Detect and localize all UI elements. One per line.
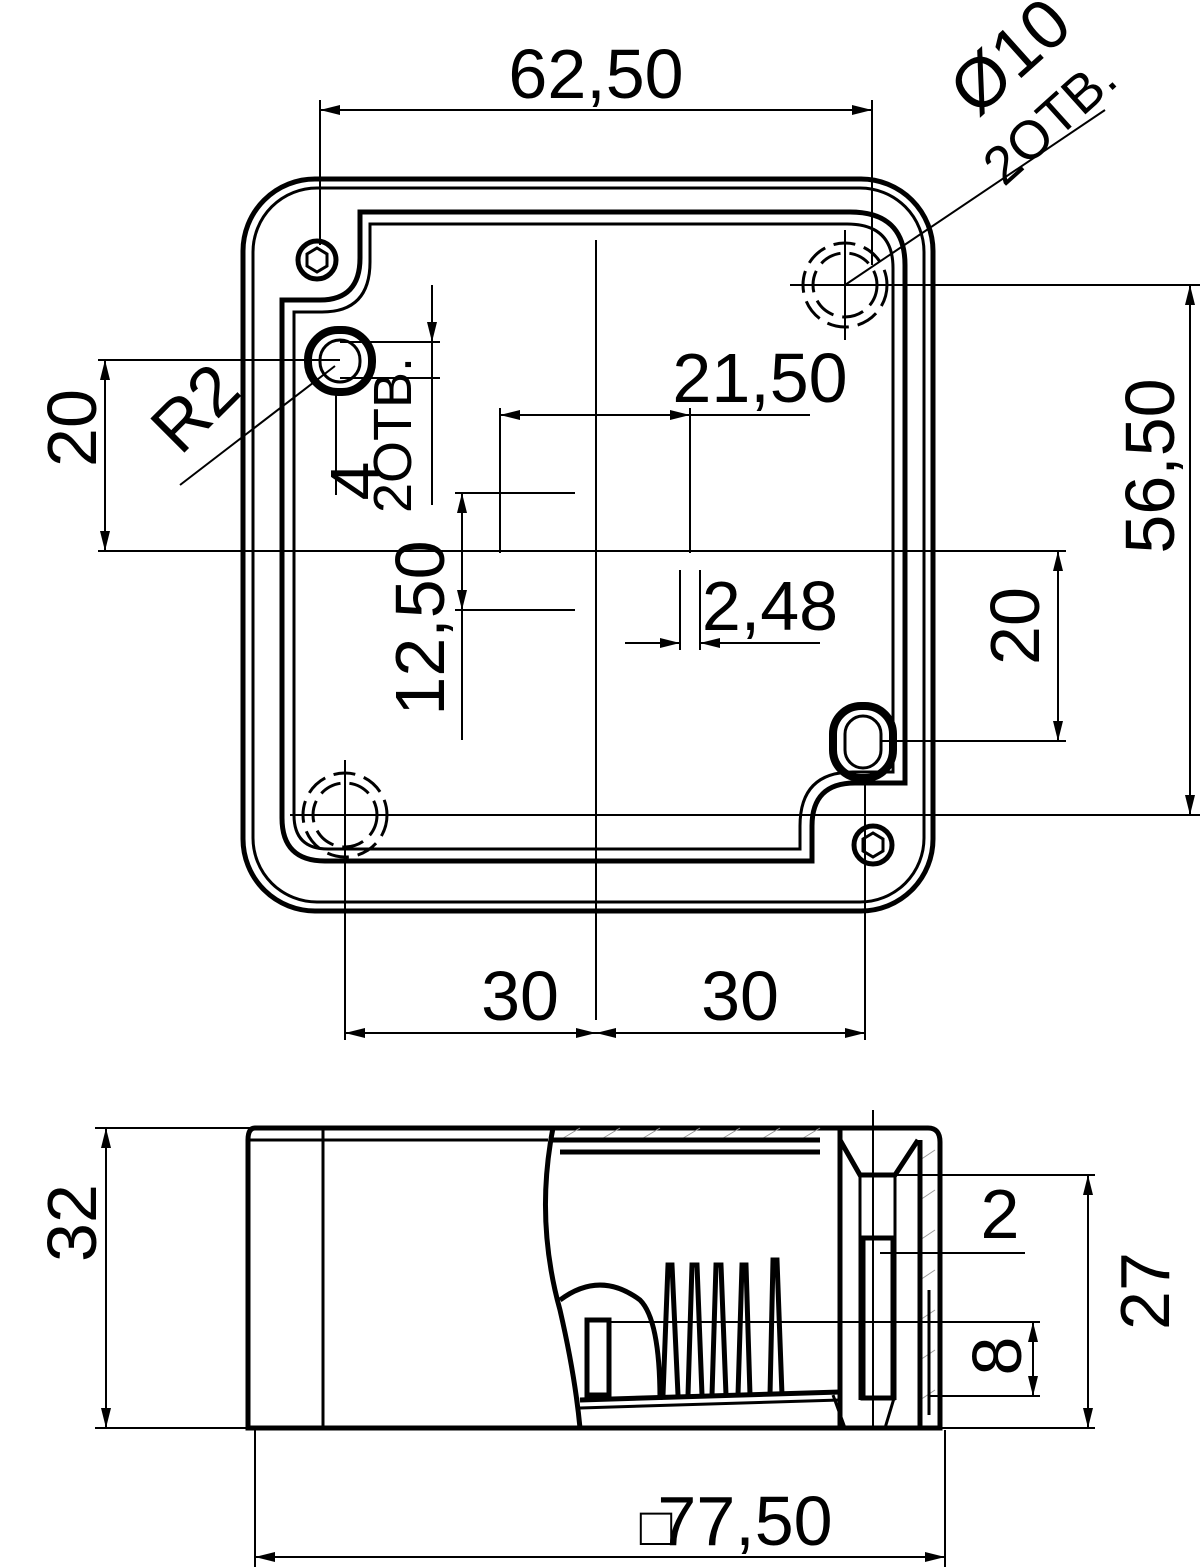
dim-slot-count: 2ОТВ. [363, 357, 423, 513]
round-boss [558, 1282, 663, 1401]
ribs [584, 1257, 785, 1398]
dim-height-right: 20 [976, 587, 1054, 665]
dim-slot-depth: 8 [958, 1337, 1036, 1376]
dim-offset-12: 12,50 [381, 540, 459, 715]
screw-boss-bottom-right [851, 823, 895, 867]
dim-offset-2: 2,48 [702, 567, 838, 645]
mounting-hole-top-right [790, 230, 1200, 340]
dim-square-symbol: □ [640, 1497, 673, 1557]
dim-half-left: 30 [481, 957, 559, 1035]
dim-overall-width: 62,50 [508, 35, 683, 113]
dim-overall-height: 56,50 [1111, 378, 1189, 553]
cavity-outline [279, 209, 908, 864]
dim-height-total: 32 [33, 1184, 111, 1262]
screw-boss-top-left [295, 238, 339, 282]
hex-icon [861, 831, 885, 859]
hex-icon [305, 246, 329, 274]
cavity-outline-inner [292, 222, 895, 851]
mounting-hole-bottom-left [290, 760, 1200, 1040]
dim-offset-21: 21,50 [672, 339, 847, 417]
top-view: 62,50 Ø10 2ОТВ. R2 4 2ОТВ. 20 21,50 12,5… [33, 0, 1200, 1040]
dim-height-inner: 27 [1106, 1252, 1184, 1330]
dim-fillet-radius: R2 [136, 349, 254, 467]
dim-step: 2 [981, 1175, 1020, 1253]
side-view: 32 27 2 8 □ 77,50 [33, 1110, 1184, 1567]
dim-height-left: 20 [33, 389, 111, 467]
enclosure-outer-edge-inner [251, 186, 926, 904]
dim-half-right: 30 [701, 957, 779, 1035]
dim-width-total: 77,50 [657, 1482, 832, 1560]
enclosure-outer-edge [240, 176, 936, 914]
screw-column [831, 1110, 931, 1430]
dim-slot-width: 4 [316, 462, 394, 501]
side-outline [245, 1125, 943, 1431]
cutaway-curve [542, 1127, 583, 1429]
